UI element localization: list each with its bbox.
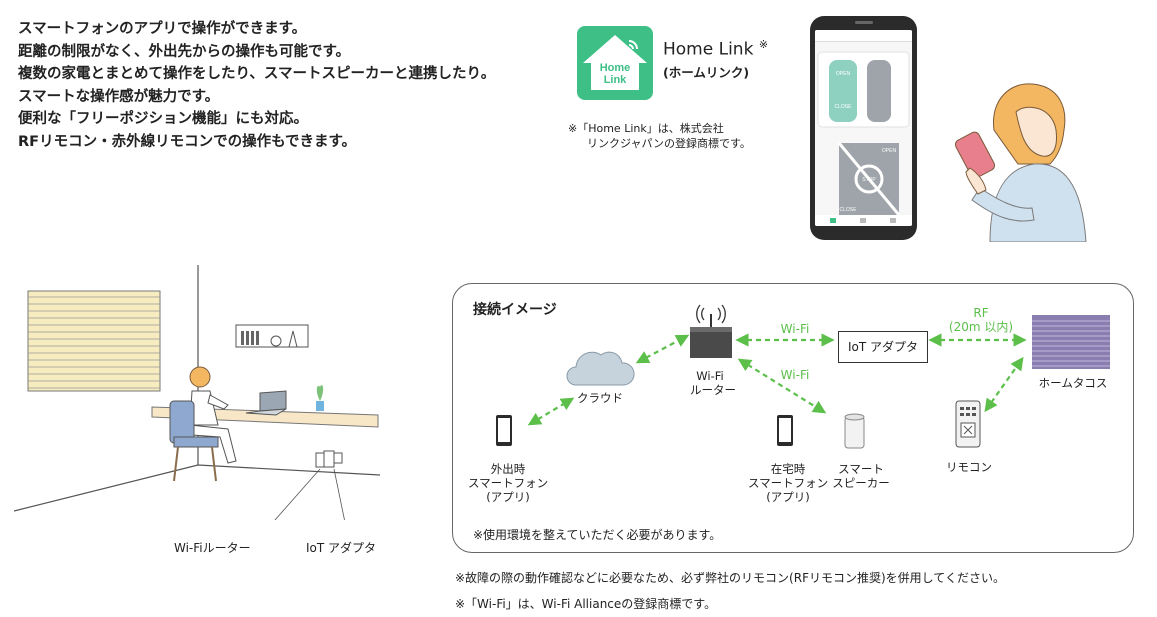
cloud-icon bbox=[566, 351, 635, 386]
footnote: ※故障の際の動作確認などに必要なため、必ず弊社のリモコン(RFリモコン推奨)を併… bbox=[455, 571, 1005, 585]
connection-diagram bbox=[496, 304, 1110, 449]
trademark-line: リンクジャパンの登録商標です。 bbox=[587, 137, 751, 150]
router-label-line: Wi-Fi bbox=[696, 369, 724, 383]
link-away-phone-cloud bbox=[527, 397, 575, 426]
away-phone-label: 外出時 スマートフォン (アプリ) bbox=[468, 462, 548, 504]
router-label-line: ルーター bbox=[690, 383, 736, 397]
wifi-router-in-room bbox=[315, 450, 343, 468]
home-link-app-icon: Home Link bbox=[577, 26, 653, 100]
edge-label-rf-line: (20m 以内) bbox=[948, 320, 1014, 334]
speaker-label-line: スマート bbox=[838, 462, 884, 476]
screen-close-label-2: CLOSE bbox=[840, 207, 858, 213]
app-icon-text-2: Link bbox=[604, 74, 627, 86]
away-phone-label-line: (アプリ) bbox=[486, 490, 530, 504]
wall-shelf bbox=[235, 324, 309, 348]
edge-label-rf-line: RF bbox=[973, 306, 989, 320]
chair bbox=[169, 400, 219, 482]
app-name-mark: ※ bbox=[758, 38, 769, 51]
away-phone-label-line: スマートフォン bbox=[468, 476, 549, 490]
blind-icon bbox=[1032, 315, 1110, 369]
phone-screen: OPEN CLOSE STOP OPEN CLOSE bbox=[815, 30, 912, 226]
connection-diagram-frame bbox=[452, 283, 1134, 553]
remote-control-icon bbox=[955, 400, 981, 448]
phone-mockup: OPEN CLOSE STOP OPEN CLOSE bbox=[810, 16, 917, 240]
intro-line: RFリモコン・赤外線リモコンでの操作もできます。 bbox=[18, 133, 357, 150]
home-smartphone-icon bbox=[777, 415, 793, 446]
home-phone-label-line: スマートフォン bbox=[748, 476, 829, 490]
app-trademark-note: ※「Home Link」は、株式会社 リンクジャパンの登録商標です。 bbox=[568, 121, 751, 151]
intro-text: スマートフォンのアプリで操作ができます。 距離の制限がなく、外出先からの操作も可… bbox=[18, 18, 495, 153]
screen-open-label-2: OPEN bbox=[882, 148, 897, 154]
intro-line: スマートな操作感が魅力です。 bbox=[18, 88, 220, 105]
away-smartphone-icon bbox=[496, 415, 512, 446]
intro-line: 複数の家電とまとめて操作をしたり、スマートスピーカーと連携したり。 bbox=[18, 66, 496, 82]
speaker-label: スマート スピーカー bbox=[828, 462, 894, 490]
wifi-router-icon bbox=[690, 304, 732, 358]
smart-speaker-icon bbox=[844, 413, 865, 449]
footnote: ※「Wi-Fi」は、Wi-Fi Allianceの登録商標です。 bbox=[455, 597, 717, 611]
cloud-label: クラウド bbox=[577, 391, 623, 405]
house-icon: Home Link bbox=[583, 35, 647, 90]
screen-close-label: CLOSE bbox=[835, 104, 853, 110]
woman-with-phone-illustration bbox=[954, 83, 1087, 242]
screen-stop-label: STOP bbox=[862, 177, 876, 183]
diagram-note: ※使用環境を整えていただく必要があります。 bbox=[473, 528, 722, 542]
link-cloud-router bbox=[635, 334, 690, 364]
edge-label-rf: RF (20m 以内) bbox=[940, 306, 1022, 334]
app-subtitle: (ホームリンク) bbox=[663, 65, 750, 80]
app-screen-illustration: OPEN CLOSE STOP OPEN CLOSE bbox=[815, 30, 912, 226]
intro-line: 距離の制限がなく、外出先からの操作も可能です。 bbox=[18, 43, 351, 60]
away-phone-label-line: 外出時 bbox=[490, 462, 526, 476]
room-adapter-label: IoT アダプタ bbox=[306, 541, 377, 555]
app-icon-text-1: Home bbox=[600, 62, 631, 74]
edge-label-wifi-bottom: Wi-Fi bbox=[780, 368, 810, 382]
trademark-line: ※「Home Link」は、株式会社 bbox=[568, 122, 724, 135]
router-label: Wi-Fi ルーター bbox=[690, 369, 736, 397]
home-phone-label: 在宅時 スマートフォン (アプリ) bbox=[748, 462, 828, 504]
iot-adapter-node: IoT アダプタ bbox=[838, 331, 928, 363]
room-router-label: Wi-Fiルーター bbox=[174, 541, 251, 555]
room-illustration bbox=[14, 265, 381, 520]
link-remote-blind bbox=[984, 356, 1024, 413]
intro-line: スマートフォンのアプリで操作ができます。 bbox=[18, 21, 307, 37]
remote-label: リモコン bbox=[946, 460, 992, 474]
edge-label-wifi-top: Wi-Fi bbox=[780, 322, 810, 336]
plant bbox=[316, 384, 324, 411]
speaker-label-line: スピーカー bbox=[832, 476, 890, 490]
link-router-speaker bbox=[737, 358, 827, 414]
phone-speaker bbox=[855, 21, 873, 24]
home-phone-label-line: 在宅時 bbox=[770, 462, 806, 476]
screen-open-label: OPEN bbox=[836, 71, 851, 77]
home-phone-label-line: (アプリ) bbox=[766, 490, 810, 504]
app-name: Home Link ※ bbox=[663, 38, 769, 60]
diagram-title: 接続イメージ bbox=[473, 302, 557, 318]
intro-line: 便利な「フリーポジション機能」にも対応。 bbox=[18, 111, 308, 127]
laptop bbox=[245, 390, 287, 416]
window-blind bbox=[27, 290, 161, 392]
blind-label: ホームタコス bbox=[1038, 376, 1108, 390]
